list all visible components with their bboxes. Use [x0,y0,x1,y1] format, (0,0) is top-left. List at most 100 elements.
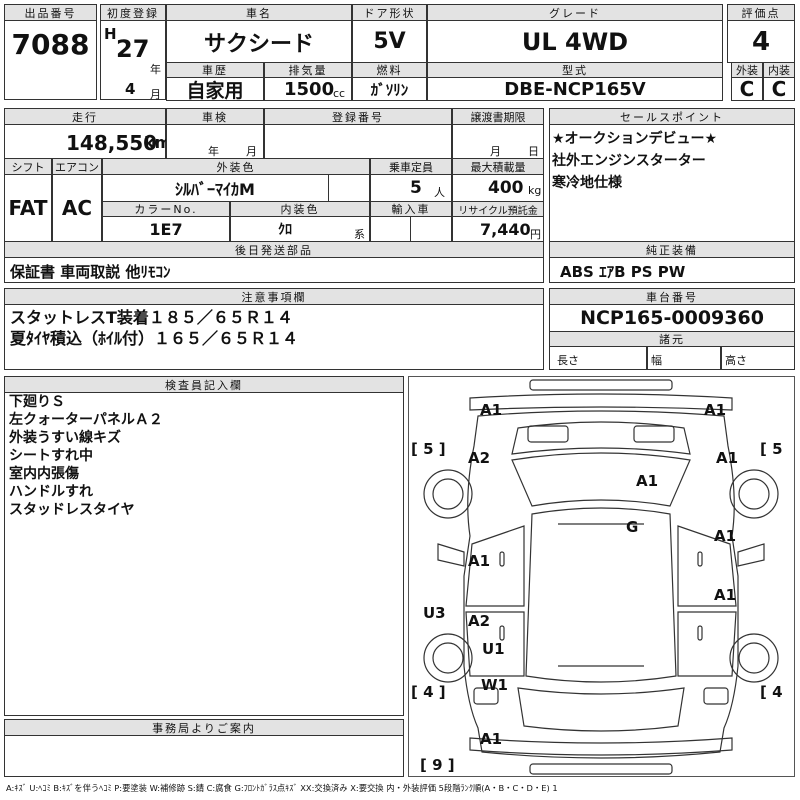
damage-label: A1 [714,527,737,545]
recycle-header: リサイクル預託金 [452,201,544,217]
max-load-box [452,174,544,202]
exterior-grade: C [739,77,755,101]
model-code-header: 型式 [427,62,723,78]
accessories-header: 後日発送部品 [4,241,544,258]
damage-label: A1 [468,552,491,570]
chassis-no-header: 車台番号 [549,288,795,305]
chassis-no: NCP165-0009360 [580,307,764,329]
interior-grade: C [771,77,787,101]
inspector-note: 室内内張傷 [9,466,79,482]
shift-header: シフト [4,158,52,175]
accessories-box [4,257,544,283]
transfer-month-unit: 月 [490,145,501,158]
damage-label: U3 [423,604,446,622]
capacity-header: 乗車定員 [370,158,452,175]
year: 27 [116,35,150,63]
dim-length: 長さ [557,354,579,367]
displacement-unit: cc [333,87,346,100]
damage-label: A1 [480,401,503,419]
ext-color-sub [328,174,370,202]
fuel: ｶﾞｿﾘﾝ [370,80,409,99]
ext-color-header: 外装色 [102,158,370,175]
damage-label: A1 [716,449,739,467]
damage-label: A1 [636,472,659,490]
car-name: サクシード [203,31,314,57]
office-notes-box [4,735,404,777]
sales-point: 社外エンジンスターター [552,153,706,169]
note-line: スタットレスT装着１８５／６５Ｒ１４ [10,308,293,327]
damage-label: G [626,518,639,536]
damage-label: W1 [481,676,508,694]
model-code-box [427,77,723,101]
mileage-unit: km [144,133,172,152]
inspector-note: 外装うすい線キズ [9,430,121,446]
sales-point: ★オークションデビュー★ [552,131,718,147]
inspector-note: シートすれ中 [9,448,93,464]
displacement-header: 排気量 [264,62,352,78]
recycle: 7,440 [480,220,531,239]
history: 自家用 [186,79,244,102]
first-reg-header: 初度登録 [100,4,166,21]
inspection-box [166,124,264,159]
sales-points-header: セールスポイント [549,108,795,125]
max-load: 400 [488,178,524,198]
int-color: ｸﾛ [278,222,292,238]
notes-list: スタットレスT装着１８５／６５Ｒ１４ 夏ﾀｲﾔ積込（ﾎｲﾙ付）１６５／６５Ｒ１４ [10,307,298,349]
color-no-header: カラーNo. [102,201,230,217]
exterior-box [731,77,763,101]
genuine-equipment: ABS ｴｱB PS PW [560,263,686,281]
damage-label: A2 [468,449,491,467]
transfer-header: 譲渡書期限 [452,108,544,125]
history-box [166,77,264,101]
inspection-month-unit: 月 [246,145,257,158]
int-color-header: 内装色 [230,201,370,217]
color-no: 1E7 [149,219,183,239]
sales-points-box [549,124,795,242]
damage-label: A1 [480,730,503,748]
mileage-header: 走行 [4,108,166,125]
tire-depth: [ 5 ] [411,440,446,458]
month-unit: 月 [150,88,161,101]
month: 4 [125,80,136,98]
doors-box [352,20,427,63]
inspector-note: 下廻りＳ [9,394,65,410]
ext-color: ｼﾙﾊﾞｰﾏｲｶM [175,180,255,199]
score: 4 [751,26,771,57]
damage-label: A1 [714,586,737,604]
score-header: 評価点 [727,4,795,21]
fuel-box [352,77,427,101]
damage-label: A2 [468,612,491,630]
displacement: 1500 [284,79,335,100]
import-sub [410,216,452,242]
ext-color-box [102,174,370,202]
transfer-day-unit: 日 [528,145,539,158]
lot-no-header: 出品番号 [4,4,97,21]
inspector-note: スタッドレスタイヤ [9,502,135,518]
lot-no: 7088 [11,27,90,61]
damage-label: U1 [482,640,505,658]
fuel-header: 燃料 [352,62,427,78]
sales-point: 寒冷地仕様 [552,175,622,191]
dim-width-box [647,346,721,370]
note-line: 夏ﾀｲﾔ積込（ﾎｲﾙ付）１６５／６５Ｒ１４ [10,329,299,348]
car-diagram [423,379,779,775]
mileage: 148,550 [66,131,158,155]
car-name-header: 車名 [166,4,352,21]
dimensions-header: 諸元 [549,331,795,347]
score-box [727,20,795,63]
doors-header: ドア形状 [352,4,427,21]
max-load-header: 最大積載量 [452,158,544,175]
recycle-unit: 円 [530,228,541,241]
grade: UL 4WD [521,27,629,56]
tire-depth: [ 4 ] [411,683,446,701]
aircon: AC [61,196,93,220]
reg-no-header: 登録番号 [264,108,452,125]
spare-tire-depth: [ 9 ] [420,756,455,774]
notes-header: 注意事項欄 [4,288,544,305]
genuine-equipment-header: 純正装備 [549,241,795,258]
model-code: DBE-NCP165V [504,78,646,100]
genuine-equipment-box [549,257,795,283]
shift: FAT [8,196,48,220]
doors: 5V [373,29,406,54]
inspection-header: 車検 [166,108,264,125]
